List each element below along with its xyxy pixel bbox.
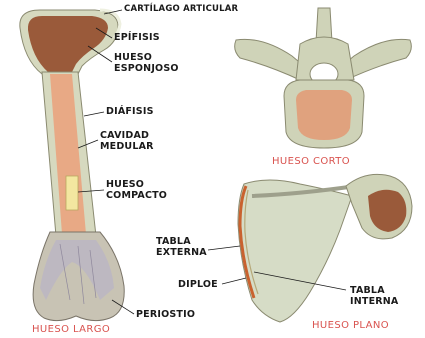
label-cartilago-articular: CARTÍLAGO ARTICULAR — [124, 4, 238, 15]
label-tabla-interna-line1: TABLA — [350, 285, 398, 296]
label-hueso-compacto-line1: HUESO — [106, 179, 167, 190]
label-hueso-esponjoso-line1: HUESO — [114, 52, 179, 63]
leader-diploe — [222, 278, 246, 284]
label-hueso-esponjoso-line2: ESPONJOSO — [114, 63, 179, 74]
vertebral-body-spongy — [296, 90, 352, 140]
short-bone — [235, 8, 412, 148]
caption-hueso-corto: HUESO CORTO — [272, 156, 350, 167]
label-cavidad-medular-line1: CAVIDAD — [100, 130, 154, 141]
long-bone — [20, 10, 124, 321]
label-cavidad-medular: CAVIDAD MEDULAR — [100, 130, 154, 152]
label-tabla-externa-line1: TABLA — [156, 236, 207, 247]
label-tabla-interna-line2: INTERNA — [350, 296, 398, 307]
label-periostio: PERIOSTIO — [136, 309, 195, 320]
label-tabla-interna: TABLA INTERNA — [350, 285, 398, 307]
caption-hueso-plano: HUESO PLANO — [312, 320, 389, 331]
label-hueso-compacto-line2: COMPACTO — [106, 190, 167, 201]
compact-bone — [66, 176, 78, 210]
label-diafisis: DIÁFISIS — [106, 106, 154, 117]
label-tabla-externa: TABLA EXTERNA — [156, 236, 207, 258]
scapula-blade — [238, 180, 352, 322]
caption-hueso-largo: HUESO LARGO — [32, 324, 110, 335]
label-tabla-externa-line2: EXTERNA — [156, 247, 207, 258]
label-diploe: DIPLOE — [178, 279, 218, 290]
label-hueso-esponjoso: HUESO ESPONJOSO — [114, 52, 179, 74]
label-cavidad-medular-line2: MEDULAR — [100, 141, 154, 152]
label-epifisis: EPÍFISIS — [114, 32, 160, 43]
label-hueso-compacto: HUESO COMPACTO — [106, 179, 167, 201]
leader-diafisis — [84, 112, 104, 116]
leader-externa — [208, 246, 240, 250]
